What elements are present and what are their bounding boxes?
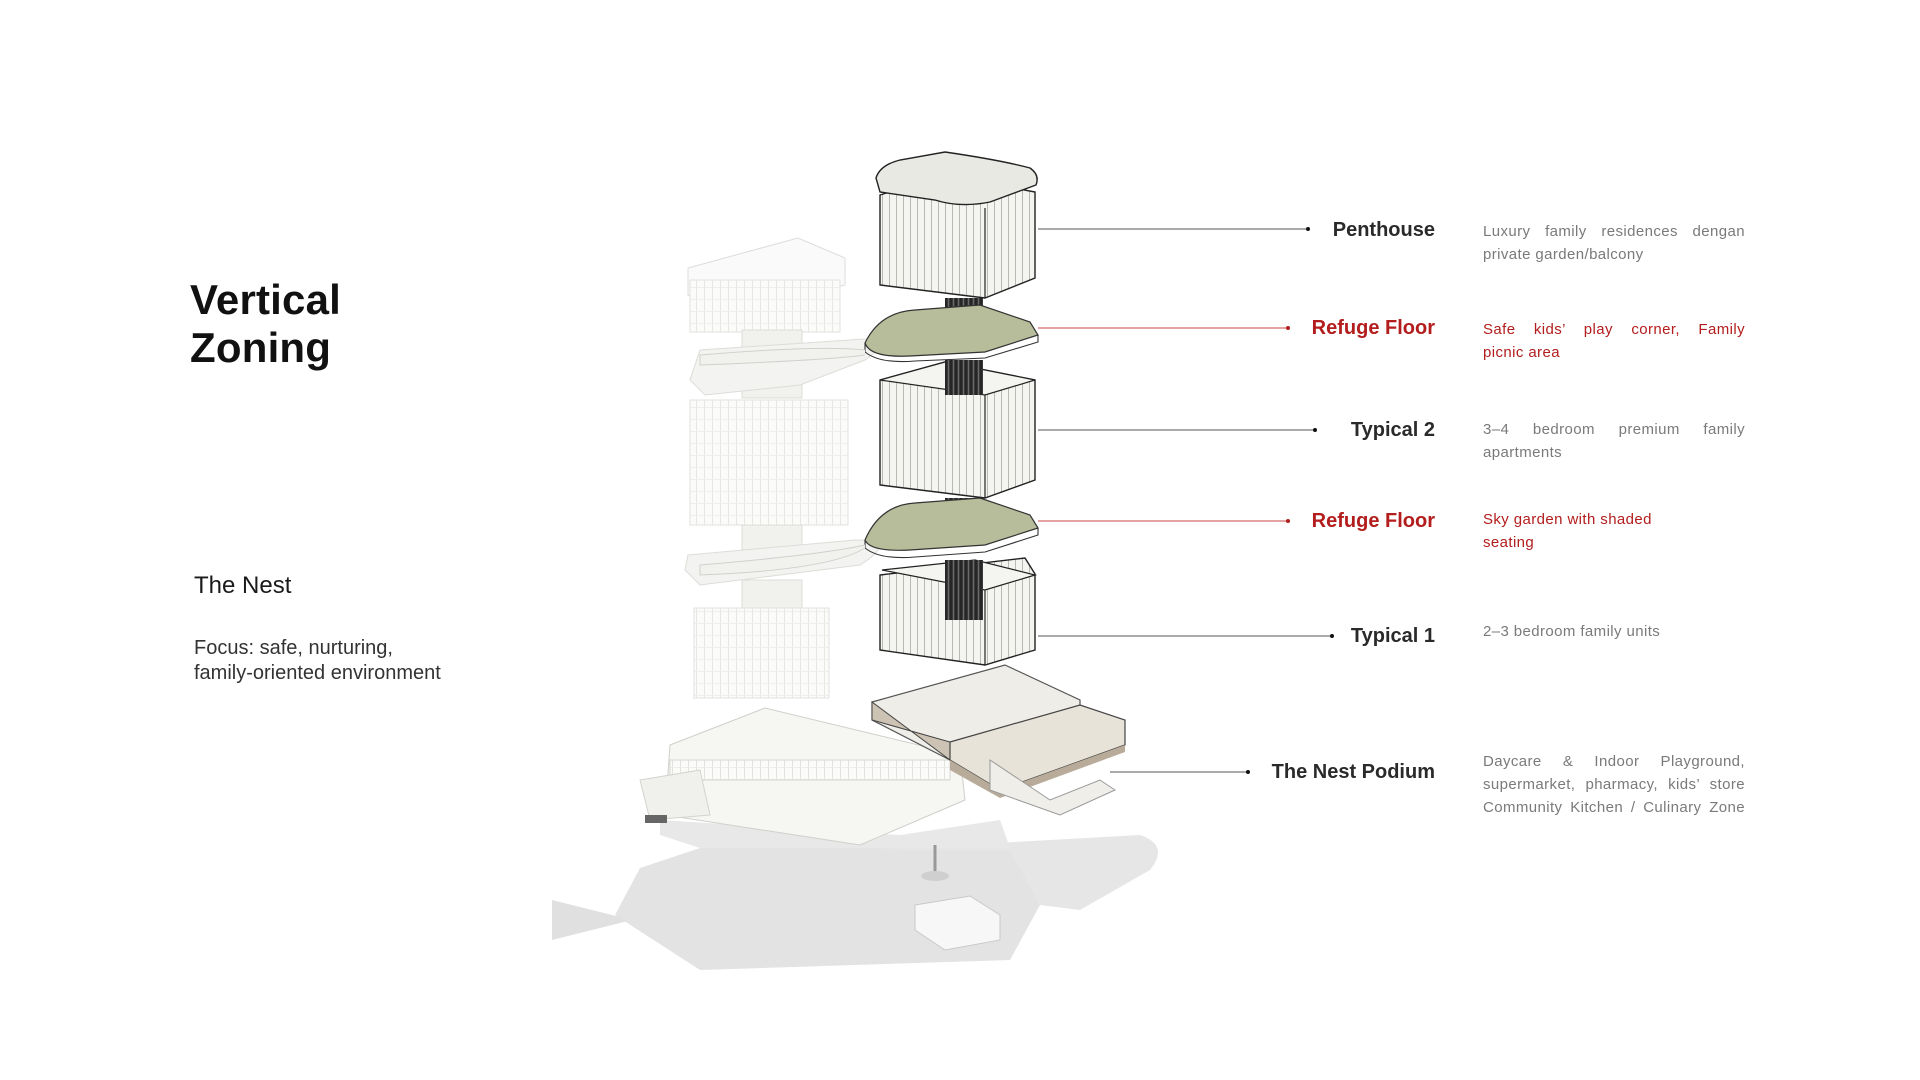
concept-name: The Nest xyxy=(194,572,292,599)
focus-line-2: family-oriented environment xyxy=(194,662,441,684)
focus-line-1: Focus: safe, nurturing, xyxy=(194,637,393,659)
desc-line: 3–4 bedroom premium family xyxy=(1483,421,1745,438)
desc-line: picnic area xyxy=(1483,344,1560,361)
typical-2-block xyxy=(879,360,1036,499)
zone-desc-refuge-floor-lower: Sky garden with shaded seating xyxy=(1483,508,1745,554)
desc-line: apartments xyxy=(1483,444,1563,461)
section-tower-ghost xyxy=(684,237,880,699)
desc-line: seating xyxy=(1483,534,1535,551)
zone-label-refuge-floor-upper: Refuge Floor xyxy=(1311,317,1435,339)
zone-label-typical-2: Typical 2 xyxy=(1350,419,1435,441)
zone-label-penthouse: Penthouse xyxy=(1332,219,1435,241)
zone-desc-penthouse: Luxury family residences dengan private … xyxy=(1483,220,1745,266)
title-line-1: Vertical xyxy=(190,276,342,323)
refuge-floor-2-slab xyxy=(699,497,1039,576)
title-line-2: Zoning xyxy=(190,324,332,371)
zone-label-typical-1: Typical 1 xyxy=(1350,625,1435,647)
site-ground xyxy=(552,820,1158,970)
podium-block xyxy=(639,664,1126,846)
refuge-floor-1-slab xyxy=(699,298,1039,366)
desc-line: Community Kitchen / Culinary Zone xyxy=(1483,799,1745,816)
concept-focus: Focus: safe, nurturing, family-oriented … xyxy=(194,636,514,686)
desc-line: private garden/balcony xyxy=(1483,246,1644,263)
desc-line: Luxury family residences dengan xyxy=(1483,223,1745,240)
zone-label-podium: The Nest Podium xyxy=(1271,761,1435,783)
zone-label-refuge-floor-lower: Refuge Floor xyxy=(1311,510,1435,532)
desc-line: 2–3 bedroom family units xyxy=(1483,623,1661,640)
zone-desc-refuge-floor-upper: Safe kids’ play corner, Family picnic ar… xyxy=(1483,318,1745,364)
zone-desc-podium: Daycare & Indoor Playground, supermarket… xyxy=(1483,750,1745,819)
penthouse-block xyxy=(875,151,1038,299)
page-title: Vertical Zoning xyxy=(190,276,341,372)
desc-line: Daycare & Indoor Playground, xyxy=(1483,753,1745,770)
desc-line: supermarket, pharmacy, kids’ store xyxy=(1483,776,1745,793)
leader-lines xyxy=(1038,227,1334,774)
zone-desc-typical-1: 2–3 bedroom family units xyxy=(1483,620,1745,643)
typical-1-block xyxy=(879,557,1038,666)
desc-line: Sky garden with shaded xyxy=(1483,511,1652,528)
zone-desc-typical-2: 3–4 bedroom premium family apartments xyxy=(1483,418,1745,464)
desc-line: Safe kids’ play corner, Family xyxy=(1483,321,1745,338)
